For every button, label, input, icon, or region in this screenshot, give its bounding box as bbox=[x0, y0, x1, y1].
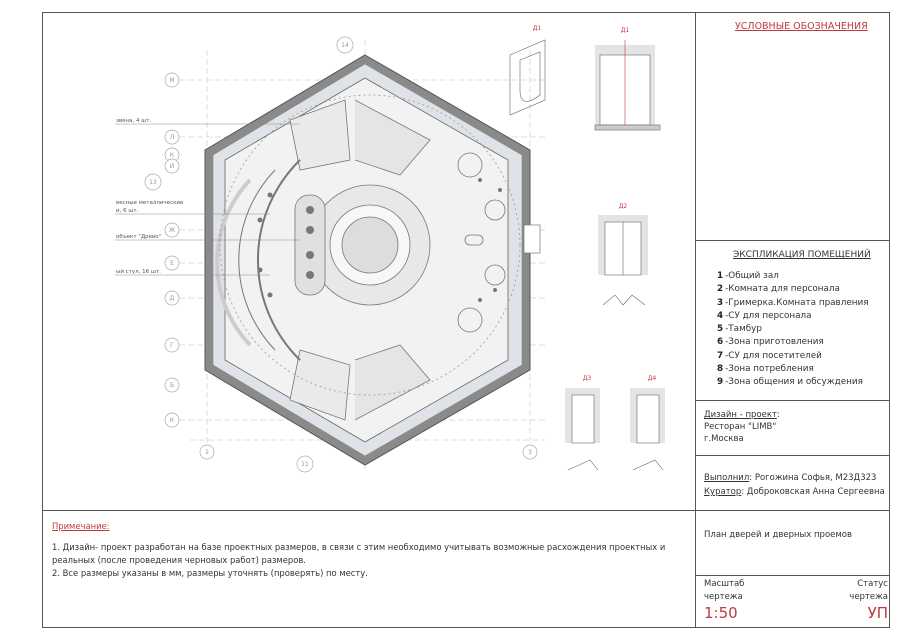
svg-text:Г: Г bbox=[170, 342, 174, 349]
svg-text:Д4: Д4 bbox=[648, 375, 657, 382]
explication-title: ЭКСПЛИКАЦИЯ ПОМЕЩЕНИЙ bbox=[733, 250, 871, 260]
svg-text:весные металлические: весные металлические bbox=[116, 200, 184, 206]
drawing-frame bbox=[42, 12, 890, 628]
svg-text:звена, 4 шт.: звена, 4 шт. bbox=[116, 118, 151, 124]
svg-text:Е: Е bbox=[170, 260, 174, 267]
axis-labels: МЛ КИ 13Ж ЕД ГБ К14 211 3 bbox=[149, 42, 532, 468]
notes: Примечание: 1. Дизайн- проект разработан… bbox=[52, 521, 666, 578]
svg-text:Л: Л bbox=[170, 134, 175, 141]
explication-item: 6-Зона приготовления bbox=[717, 337, 824, 348]
explication-item: 8-Зона потребления bbox=[717, 364, 814, 375]
svg-text:Д: Д bbox=[170, 295, 175, 302]
svg-text:Д1: Д1 bbox=[533, 25, 542, 32]
axis-markers bbox=[144, 36, 538, 473]
svg-text:3: 3 bbox=[528, 449, 532, 456]
svg-text:2: 2 bbox=[205, 449, 209, 456]
divider bbox=[695, 240, 890, 241]
project-info: Дизайн - проект: Ресторан "LIMB" г.Москв… bbox=[704, 410, 780, 444]
svg-text:К: К bbox=[170, 152, 175, 159]
explication-item: 2-Комната для персонала bbox=[717, 284, 840, 295]
svg-text:Б: Б bbox=[170, 382, 174, 389]
chairs bbox=[257, 178, 502, 302]
explication-item: 7-СУ для посетителей bbox=[717, 350, 822, 361]
explication-list: 1-Общий зал 2-Комната для персонала 3-Гр… bbox=[717, 270, 869, 390]
divider bbox=[695, 400, 890, 401]
entrance-door bbox=[523, 224, 541, 254]
svg-text:К: К bbox=[170, 417, 175, 424]
explication-item: 1-Общий зал bbox=[717, 271, 779, 281]
legend-title: УСЛОВНЫЕ ОБОЗНАЧЕНИЯ bbox=[735, 21, 868, 32]
svg-text:14: 14 bbox=[341, 42, 349, 49]
floor-plan: МЛ КИ 13Ж ЕД ГБ К14 211 3 звена, 4 шт bbox=[115, 25, 665, 473]
svg-text:ый стул, 16 шт.: ый стул, 16 шт. bbox=[116, 268, 161, 275]
explication-item: 5-Тамбур bbox=[717, 324, 762, 335]
svg-text:13: 13 bbox=[149, 179, 157, 186]
sheet-title: План дверей и дверных проемов bbox=[704, 530, 853, 540]
svg-text:11: 11 bbox=[301, 461, 309, 468]
svg-text:и, 6 шт.: и, 6 шт. bbox=[116, 208, 139, 214]
explication-item: 4-СУ для персонала bbox=[717, 310, 812, 321]
svg-text:И: И bbox=[170, 163, 175, 170]
svg-text:Д3: Д3 bbox=[583, 375, 592, 382]
svg-text:Ж: Ж bbox=[169, 227, 176, 234]
door-details bbox=[509, 39, 665, 471]
svg-text:М: М bbox=[169, 77, 174, 84]
authors: Выполнил: Рогожина Софья, М23Д323 Курато… bbox=[704, 473, 885, 497]
svg-text:Д2: Д2 bbox=[619, 203, 628, 210]
plan-annotations: звена, 4 шт. весные металлические и, 6 ш… bbox=[116, 118, 184, 275]
divider bbox=[42, 510, 890, 511]
divider bbox=[695, 12, 696, 628]
interior bbox=[215, 94, 521, 421]
explication-item: 9-Зона общения и обсуждения bbox=[717, 377, 863, 388]
leader-lines bbox=[115, 123, 300, 276]
svg-text:Д1: Д1 bbox=[621, 27, 630, 34]
divider bbox=[695, 455, 890, 456]
explication-item: 3-Гримерка.Комната правления bbox=[717, 297, 869, 308]
divider bbox=[695, 575, 890, 576]
svg-text:объект "Древо": объект "Древо" bbox=[116, 234, 161, 240]
